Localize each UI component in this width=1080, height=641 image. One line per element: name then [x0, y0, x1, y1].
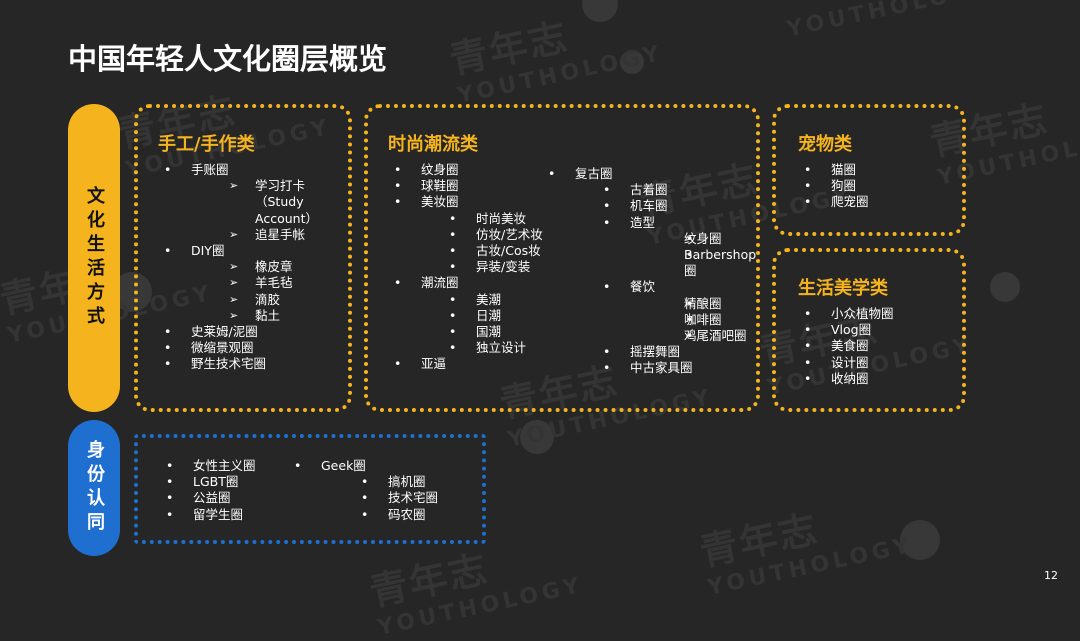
sub-sub-list-item: 鸡尾酒吧圈: [630, 328, 754, 344]
pets-list: 猫圈 狗圈 爬宠圈: [804, 162, 954, 211]
aesthetics-category-title: 生活美学类: [798, 278, 888, 299]
aesthetics-category-box: [772, 248, 966, 412]
sub-list-item: 日潮: [421, 308, 554, 324]
sub-list-item: 仿妆/艺术妆: [421, 227, 554, 243]
sub-list-item: 摇摆舞圈: [575, 344, 754, 360]
sub-list-item: 滴胶: [191, 292, 350, 308]
fashion-list-col2: 复古圈 古着圈 机车圈 造型 纹身圈 Barbershop圈 餐饮 精酿圈 咖啡…: [548, 166, 756, 377]
fashion-category-title: 时尚潮流类: [388, 134, 478, 155]
sub-list-item: 时尚美妆: [421, 211, 554, 227]
page-title: 中国年轻人文化圈层概览: [68, 42, 388, 76]
sub-list-item: 造型 纹身圈 Barbershop圈: [575, 215, 756, 280]
pets-category-title: 宠物类: [798, 134, 852, 155]
decor-dot: [520, 420, 554, 454]
sub-list-item: 国潮: [421, 324, 554, 340]
list-item: 纹身圈: [394, 162, 554, 178]
watermark: YOUTHOLOGY: [784, 0, 995, 43]
sub-list-item: 搞机圈: [321, 474, 474, 490]
list-item: 野生技术宅圈: [164, 356, 350, 372]
list-item: 爬宠圈: [804, 194, 954, 210]
identity-list-col2: Geek圈 搞机圈 技术宅圈 码农圈: [294, 458, 474, 523]
pets-category-box: [772, 104, 966, 236]
list-item: DIY圈 橡皮章 羊毛毡 滴胶 黏土: [164, 243, 350, 324]
list-item: 猫圈: [804, 162, 954, 178]
identity-label-pill: 身份认同: [68, 420, 120, 556]
sub-list-item: 追星手帐: [191, 227, 350, 243]
identity-label: 身份认同: [84, 440, 105, 536]
craft-list: 手账圈 学习打卡（Study Account） 追星手帐 DIY圈 橡皮章 羊毛…: [164, 162, 350, 373]
identity-category-box: [134, 434, 486, 544]
identity-list-col1: 女性主义圈 LGBT圈 公益圈 留学生圈: [166, 458, 296, 523]
sub-list-item: 码农圈: [321, 507, 474, 523]
list-item: 微缩景观圈: [164, 340, 350, 356]
list-item: 复古圈 古着圈 机车圈 造型 纹身圈 Barbershop圈 餐饮 精酿圈 咖啡…: [548, 166, 756, 377]
sub-list-item: 机车圈: [575, 198, 754, 214]
sub-list-item: 中古家具圈: [575, 360, 754, 376]
craft-category-title: 手工/手作类: [158, 134, 255, 155]
list-item: 狗圈: [804, 178, 954, 194]
sub-sub-list-item: 精酿圈: [630, 296, 754, 312]
list-item: 美食圈: [804, 338, 954, 354]
list-item: 潮流圈 美潮 日潮 国潮 独立设计: [394, 275, 554, 356]
fashion-category-box: [364, 104, 760, 412]
sub-list-item: 古着圈: [575, 182, 754, 198]
decor-dot: [990, 272, 1020, 302]
sub-list-item: 羊毛毡: [191, 275, 350, 291]
sub-list-item: 异装/变装: [421, 259, 554, 275]
lifestyle-label-pill: 文化生活方式: [68, 104, 120, 412]
decor-dot: [620, 50, 644, 74]
sub-list-item: 独立设计: [421, 340, 554, 356]
sub-list-item: 橡皮章: [191, 259, 350, 275]
sub-list-item: 餐饮 精酿圈 咖啡圈 鸡尾酒吧圈: [575, 279, 754, 344]
craft-category-box: [134, 104, 352, 412]
list-item: 小众植物圈: [804, 306, 954, 322]
list-item: 女性主义圈: [166, 458, 296, 474]
page-number: 12: [1044, 569, 1058, 582]
sub-sub-list-item: 咖啡圈: [630, 312, 754, 328]
sub-list-item: 黏土: [191, 308, 350, 324]
fashion-list-col1: 纹身圈 球鞋圈 美妆圈 时尚美妆 仿妆/艺术妆 古妆/Cos妆 异装/变装 潮流…: [394, 162, 554, 373]
list-item: 留学生圈: [166, 507, 296, 523]
list-item: 史莱姆/泥圈: [164, 324, 350, 340]
sub-list-item: 学习打卡（Study Account）: [191, 178, 350, 227]
list-item: 球鞋圈: [394, 178, 554, 194]
sub-list-item: 美潮: [421, 292, 554, 308]
sub-sub-list-item: 纹身圈: [630, 231, 754, 247]
aesthetics-list: 小众植物圈 Vlog圈 美食圈 设计圈 收纳圈: [804, 306, 954, 387]
sub-list-item: 古妆/Cos妆: [421, 243, 554, 259]
list-item: 美妆圈 时尚美妆 仿妆/艺术妆 古妆/Cos妆 异装/变装: [394, 194, 554, 275]
list-item: 亚逼: [394, 356, 554, 372]
lifestyle-label: 文化生活方式: [84, 186, 105, 330]
list-item: Geek圈 搞机圈 技术宅圈 码农圈: [294, 458, 474, 523]
list-item: 手账圈 学习打卡（Study Account） 追星手帐: [164, 162, 350, 243]
list-item: 收纳圈: [804, 371, 954, 387]
decor-dot: [900, 520, 940, 560]
decor-dot: [582, 0, 618, 22]
sub-sub-list-item: Barbershop圈: [630, 247, 756, 279]
list-item: 设计圈: [804, 355, 954, 371]
list-item: LGBT圈: [166, 474, 296, 490]
sub-list-item: 技术宅圈: [321, 490, 474, 506]
list-item: 公益圈: [166, 490, 296, 506]
list-item: Vlog圈: [804, 322, 954, 338]
